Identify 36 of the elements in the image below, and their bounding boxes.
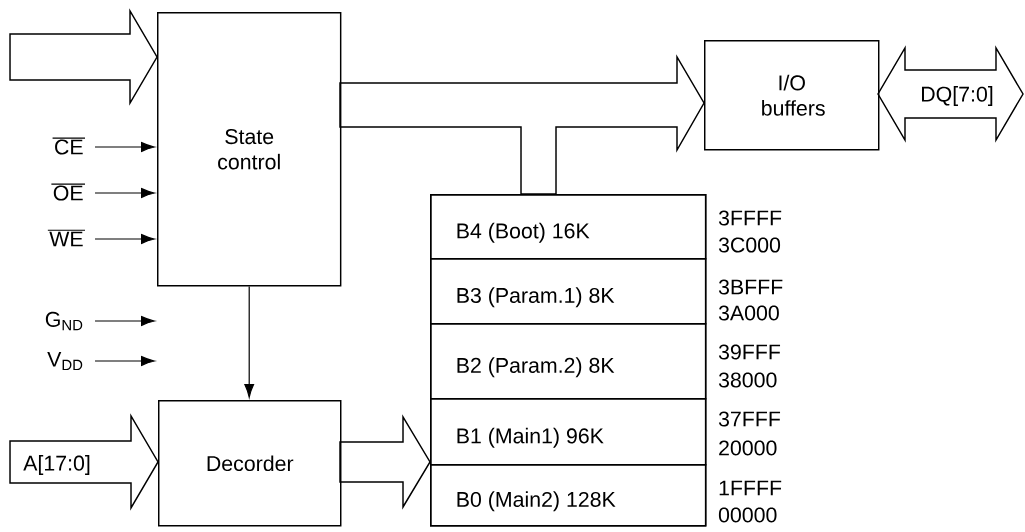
address-label: 20000 — [719, 440, 777, 456]
address-label: 39FFF — [718, 344, 781, 360]
bus-arrow — [339, 54, 705, 195]
pin-label: V$_{DD}$ — [47, 351, 83, 371]
arrow — [94, 234, 155, 244]
bus-arrow — [339, 414, 431, 510]
address-label: 3A000 — [718, 305, 779, 321]
signal-label: CE — [52, 137, 86, 155]
address-label: 3FFFF — [718, 210, 782, 226]
arrow — [94, 188, 155, 198]
buffer-block: I/O buffers — [704, 40, 880, 151]
arrow — [94, 142, 155, 152]
decoder-block: Decorder — [158, 400, 342, 527]
signal-label: WE — [47, 229, 86, 247]
control-block: State control — [157, 12, 342, 287]
address-label: 3C000 — [718, 237, 781, 253]
address-label: 00000 — [718, 507, 777, 523]
edge-label: A[17:0] — [21, 453, 93, 477]
bank-row: B0 (Main2) 128K — [430, 464, 707, 527]
bus-arrow — [877, 45, 1024, 143]
bank-row: B3 (Param.1) 8K — [430, 258, 707, 325]
address-label: 3BFFF — [718, 279, 783, 295]
arrow — [94, 316, 155, 326]
pin-label: G$_{ND}$ — [45, 311, 83, 331]
signal-label: OE — [50, 183, 86, 201]
arrow — [94, 356, 155, 366]
edge-label: DQ[7:0] — [918, 84, 996, 108]
bus-arrow — [9, 8, 158, 106]
arrow — [244, 285, 255, 398]
address-label: 1FFFF — [719, 480, 782, 496]
bank-row: B1 (Main1) 96K — [430, 398, 707, 466]
address-label: 37FFF — [718, 411, 781, 427]
address-label: 38000 — [718, 372, 777, 388]
bank-row: B4 (Boot) 16K — [430, 194, 707, 260]
bus-arrow — [9, 413, 159, 511]
bank-row: B2 (Param.2) 8K — [430, 323, 707, 400]
